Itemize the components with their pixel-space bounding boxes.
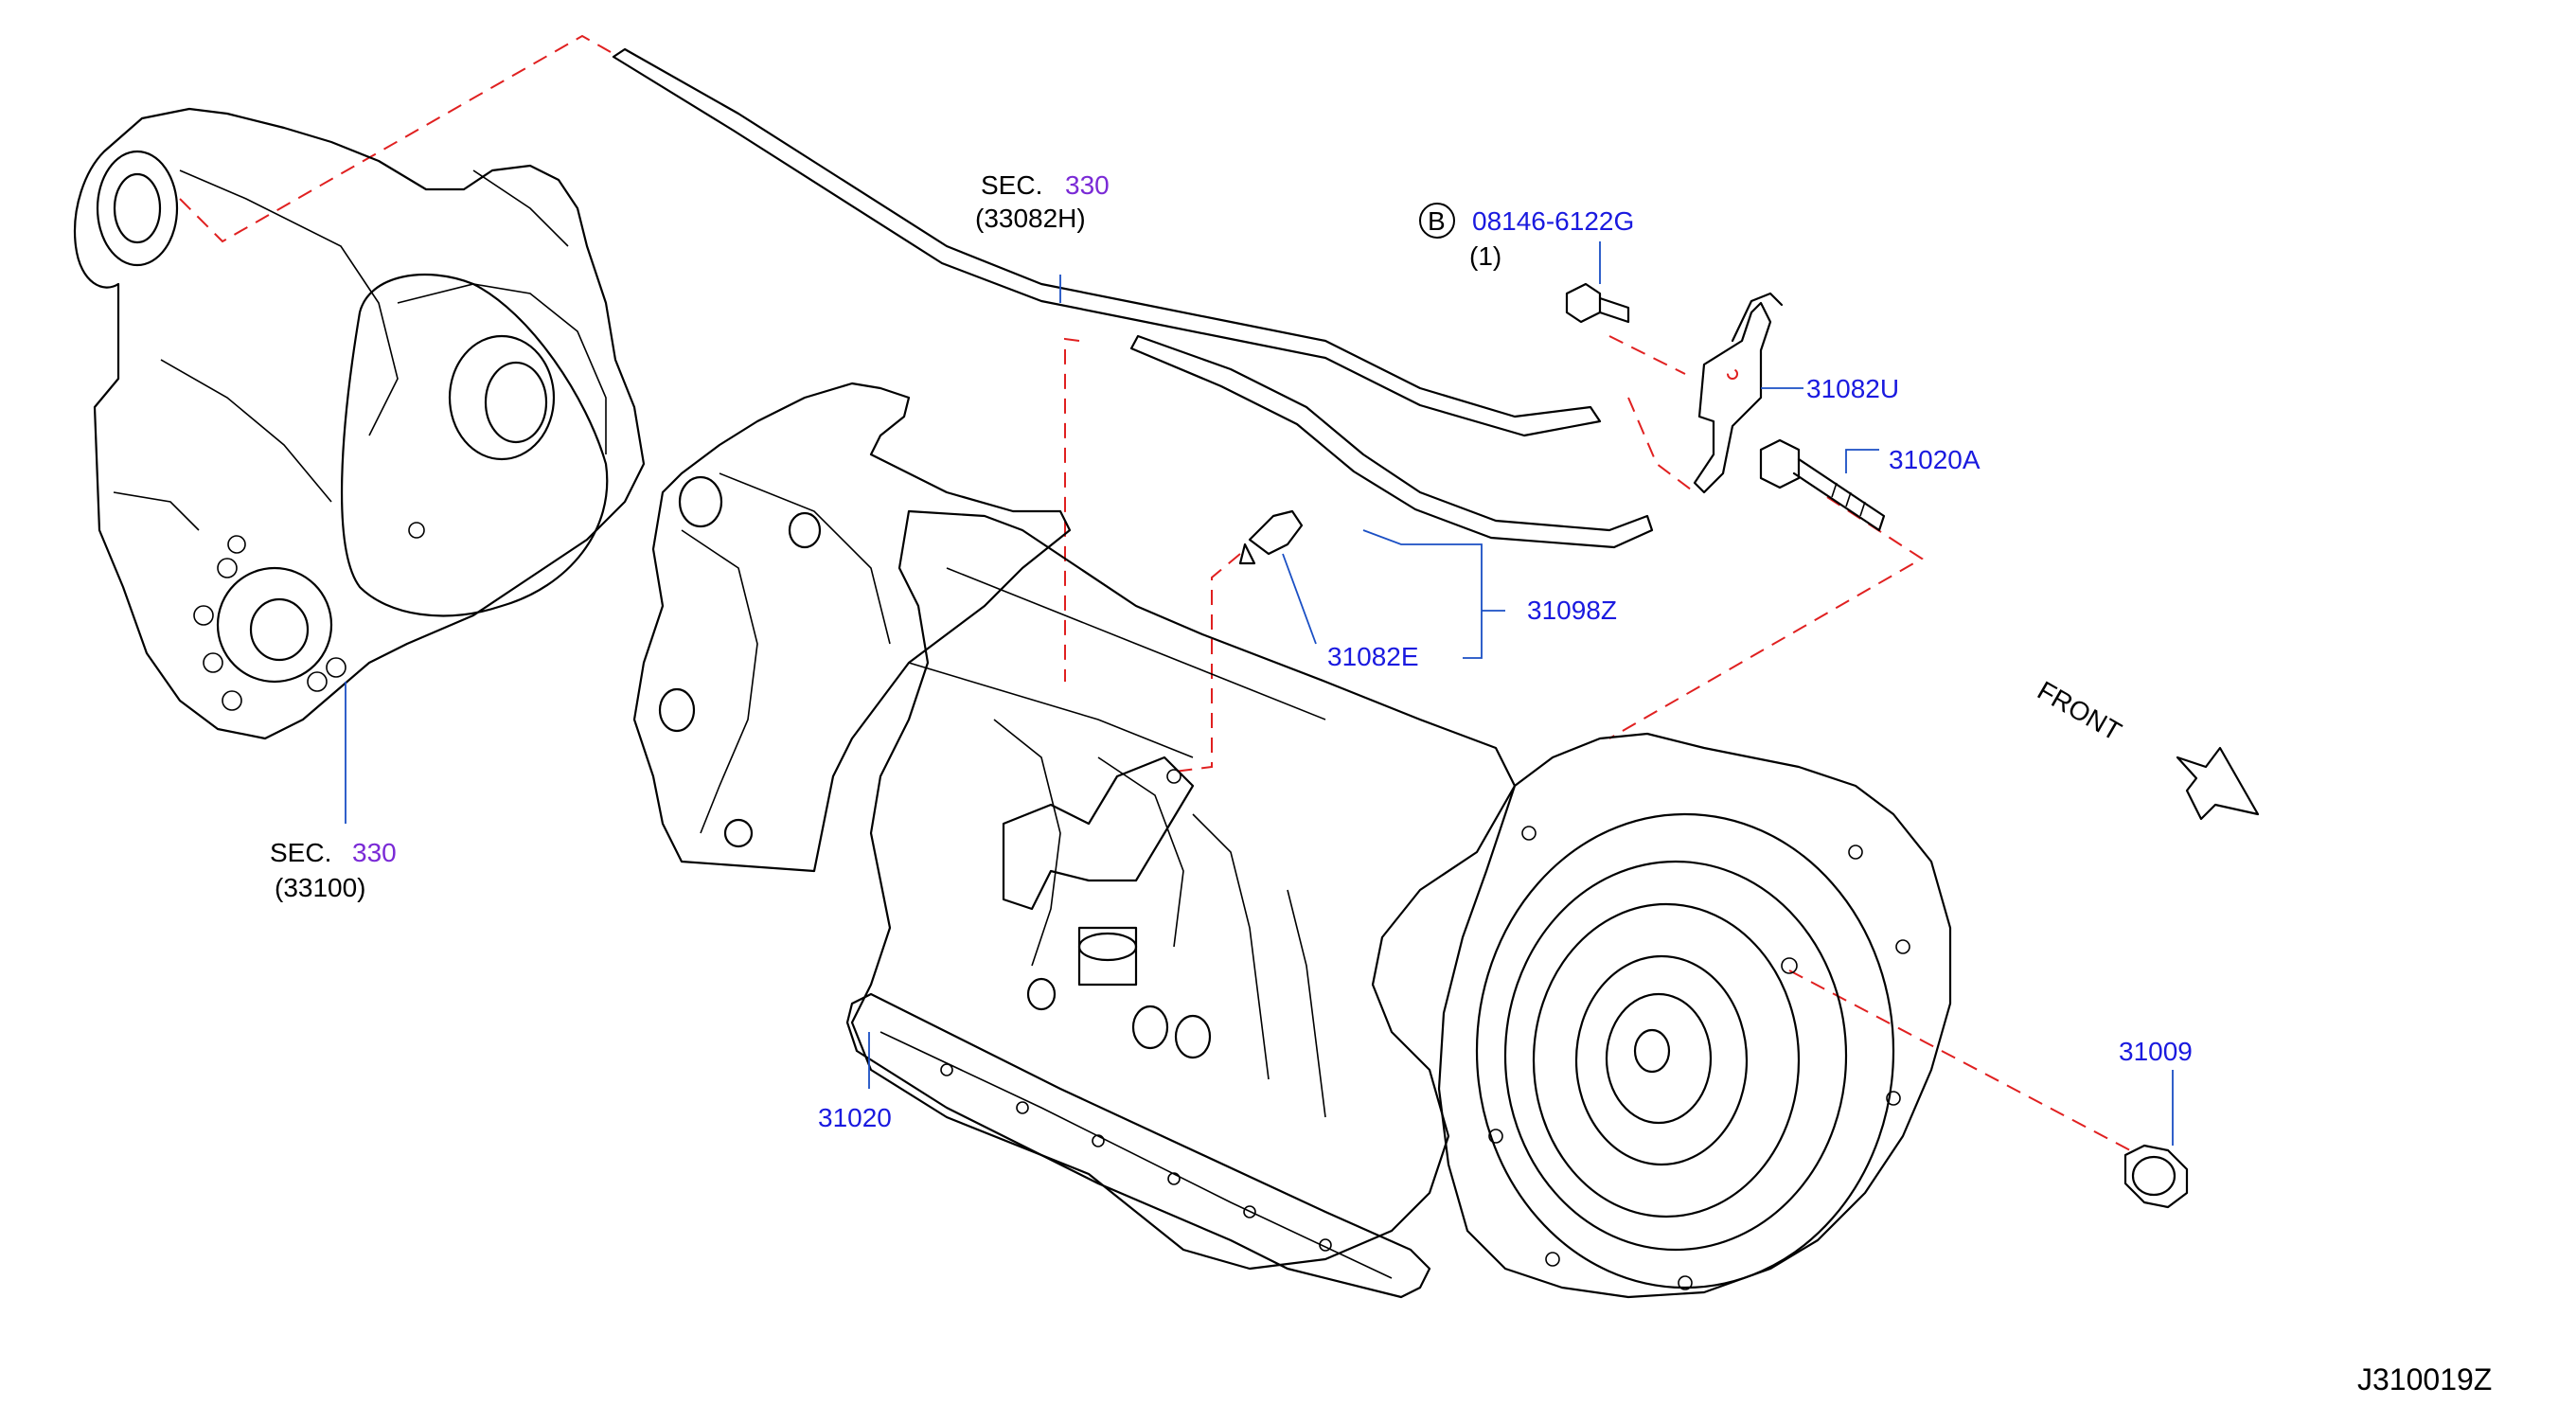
front-indicator <box>2176 746 2260 821</box>
breather-hose-31098z <box>1129 334 1654 549</box>
leader-lines <box>345 241 2174 1146</box>
sec-left-prefix: SEC. <box>270 838 331 867</box>
bolt-part-number: 08146-6122G <box>1472 206 1634 236</box>
transfer-case <box>74 107 646 740</box>
sec-left-section: 330 <box>352 838 397 867</box>
bolt-quantity: (1) <box>1469 241 1501 271</box>
breather-hose-33082h <box>612 47 1602 437</box>
transmission-part-number: 31020 <box>818 1103 892 1132</box>
stud-bolt-part-number: 31020A <box>1889 445 1981 474</box>
sec-left-ref: (33100) <box>275 873 366 902</box>
bracket-part-number: 31082U <box>1806 374 1899 403</box>
labels: SEC. 330 (33082H) B 08146-6122G (1) 3108… <box>270 170 2492 1396</box>
automatic-transmission <box>632 382 1952 1299</box>
bolt-circle-letter: B <box>1428 206 1446 236</box>
drain-plug-31009 <box>2123 1144 2189 1209</box>
front-arrow-icon <box>2176 746 2260 821</box>
bolt-08146-6122g <box>1565 282 1630 324</box>
diagram-code: J310019Z <box>2357 1362 2492 1396</box>
alignment-guides <box>179 34 2131 1151</box>
bolt-circle-marker <box>1419 203 1455 239</box>
sec-top-prefix: SEC. <box>981 170 1042 200</box>
hose-part-number: 31098Z <box>1527 596 1617 625</box>
bracket-31082u <box>1693 292 1784 494</box>
sec-top-ref: (33082H) <box>975 204 1086 233</box>
stud-bolt-31020a <box>1759 438 1886 532</box>
clip-part-number: 31082E <box>1327 642 1419 671</box>
drain-plug-part-number: 31009 <box>2119 1037 2193 1066</box>
sec-top-section: 330 <box>1065 170 1110 200</box>
front-label: FRONT <box>2033 675 2126 746</box>
clip-31082e <box>1238 509 1304 565</box>
